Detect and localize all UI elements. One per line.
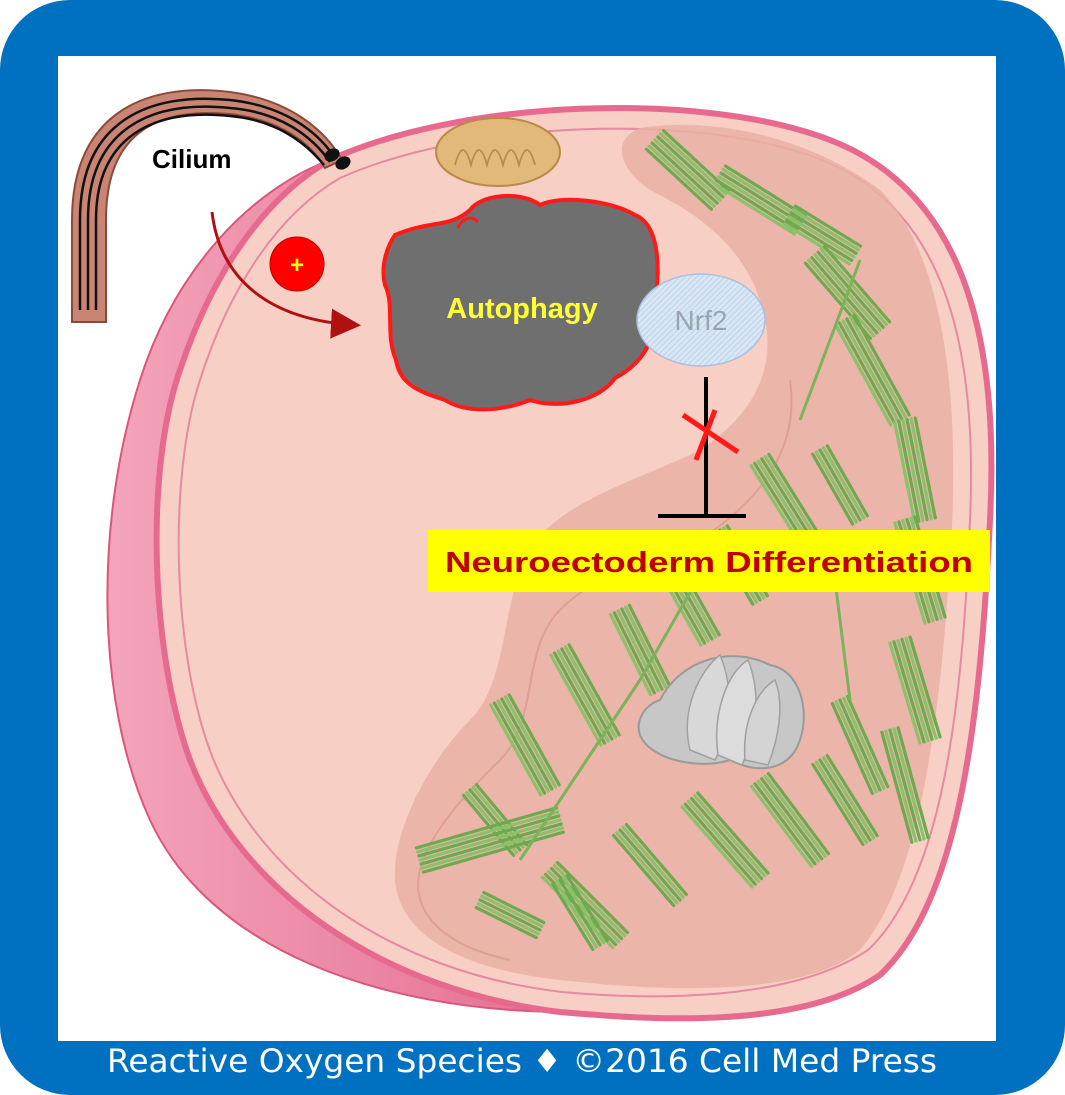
er-band-inner — [417, 379, 793, 961]
actin-bundle — [489, 693, 561, 797]
neuroectoderm-highlight-box — [428, 530, 990, 592]
blocked-x-icon — [681, 409, 740, 461]
neuroectoderm-label: Neuroectoderm Differentiation — [445, 547, 973, 579]
nrf2-oval — [636, 273, 766, 367]
cilium — [71, 89, 351, 323]
actin-bundle — [680, 791, 770, 889]
actin-filament — [798, 259, 862, 421]
actin-bundle — [414, 806, 566, 874]
activation-arrow — [210, 211, 361, 339]
actin-bundle — [834, 313, 911, 427]
actin-bundle — [551, 873, 609, 952]
actin-bundle — [830, 694, 890, 796]
mitochondrion — [435, 117, 561, 187]
actin-bundle — [474, 890, 546, 940]
actin-bundle — [880, 726, 930, 844]
autophagy-label: Autophagy — [446, 293, 597, 325]
actin-bundle — [782, 204, 863, 266]
nrf2-label: Nrf2 — [675, 305, 728, 336]
plus-sign: + — [290, 252, 304, 279]
actin-bundle — [811, 753, 879, 847]
actin-filaments — [414, 129, 947, 952]
actin-filament — [518, 679, 642, 861]
autophagosome — [381, 193, 660, 412]
plus-circle-icon — [269, 236, 325, 292]
actin-bundle — [749, 772, 831, 868]
actin-bundle — [712, 164, 808, 236]
actin-bundle — [612, 822, 688, 908]
cilium-label: Cilium — [152, 144, 231, 174]
actin-bundle — [893, 416, 937, 524]
actin-bundle — [888, 635, 942, 745]
actin-bundle — [609, 603, 671, 697]
actin-bundle — [811, 444, 869, 526]
actin-bundle — [549, 643, 621, 747]
golgi-organelle — [637, 653, 805, 770]
basal-body-icon — [324, 148, 340, 162]
footer-caption: Reactive Oxygen Species ♦ ©2016 Cell Med… — [107, 1042, 937, 1080]
